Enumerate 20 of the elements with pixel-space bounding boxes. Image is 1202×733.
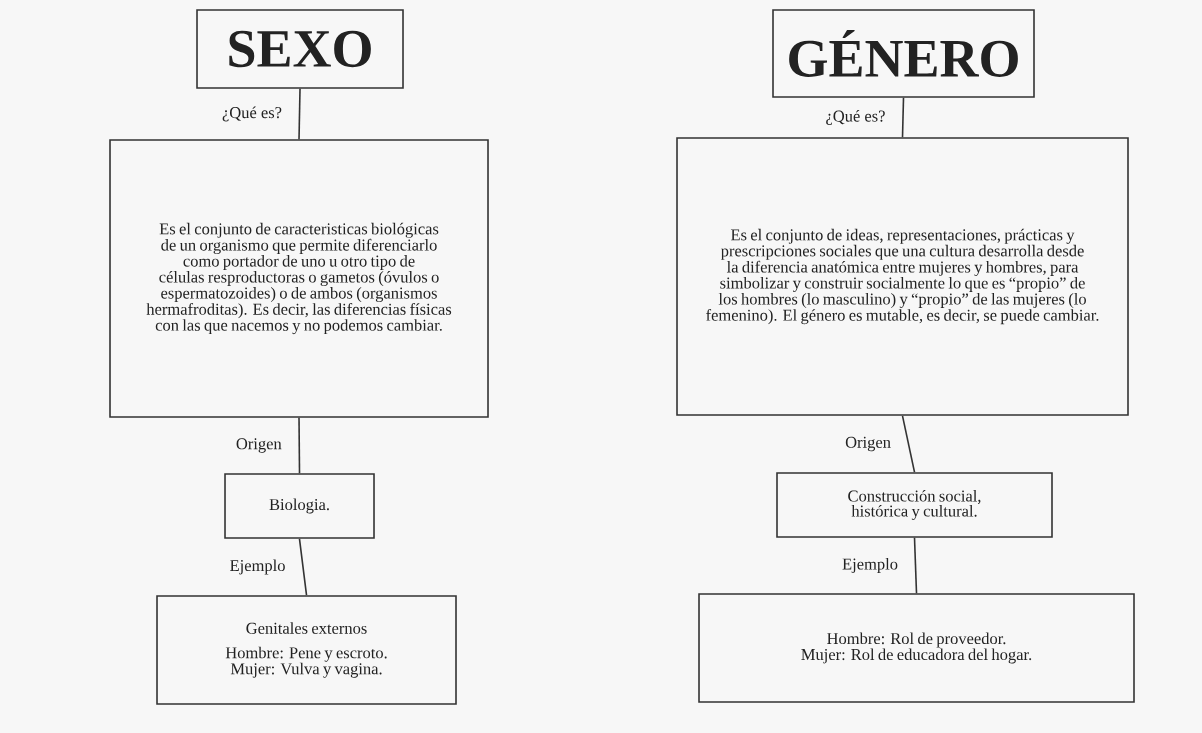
title-box: GÉNERO: [772, 9, 1035, 98]
process-box: Construcción social, histórica y cultural.: [776, 472, 1053, 538]
edge-label: Ejemplo: [230, 559, 285, 575]
edge-label: Origen: [236, 438, 282, 453]
connector-line: [901, 415, 916, 473]
connector-line: [901, 97, 905, 138]
definition-box: Es el conjunto de caracteristicas biológicas de un organismo que permite diferenciarlo como portador de uno u otro tipo de células resproductoras o gametos (óvulos o espermatozoides) o de ambos (organismos hermafroditas). Es decir, las diferencias físicas con las que nacemos y no podemos cambiar.: [109, 139, 489, 418]
connector-line: [913, 537, 918, 594]
edge-label: Ejemplo: [842, 558, 898, 573]
definition-box: Es el conjunto de ideas, representaciones, prácticas y prescripciones sociales que una cultura desarrolla desde la diferencia anatómica entre mujeres y hombres, para simbolizar y construir socialmente lo que es “propio” de los hombres (lo masculino) y “propio” de las mujeres (lo femenino). El género es mutable, es decir, se puede cambiar.: [676, 137, 1129, 416]
edge-label: ¿Qué es?: [826, 110, 885, 125]
example-box: Genitales externos Hombre: Pene y escroto. Mujer: Vulva y vagina.: [156, 595, 457, 705]
process-box: Biologia.: [224, 473, 375, 539]
connector-line: [298, 88, 301, 140]
connector-line: [298, 417, 301, 474]
example-box: Hombre: Rol de proveedor. Mujer: Rol de educadora del hogar.: [698, 593, 1135, 703]
edge-label: Origen: [845, 436, 891, 452]
title-box: SEXO: [196, 9, 404, 89]
edge-label: ¿Qué es?: [222, 106, 282, 122]
connector-line: [298, 538, 308, 596]
